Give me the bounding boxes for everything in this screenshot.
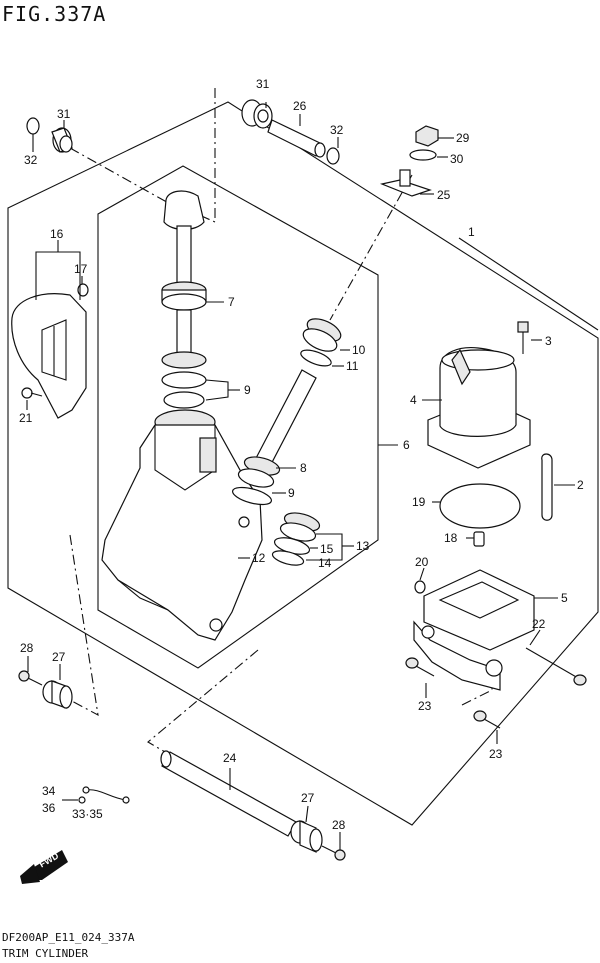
callout-labels: 1 2 3 4 5 6 7 8 9 9 10 11 12 13 14 15 16… (19, 77, 584, 832)
figure-title: FIG.337A (2, 2, 107, 26)
callout-28-left: 28 (20, 641, 34, 655)
callout-18: 18 (444, 531, 458, 545)
callout-23-upper: 23 (418, 699, 432, 713)
callout-34: 34 (42, 784, 56, 798)
tube-8 (253, 369, 317, 471)
callout-32-top: 32 (330, 123, 344, 137)
bolt-23-upper (405, 657, 435, 677)
callout-26: 26 (293, 99, 307, 113)
valve-25 (379, 169, 432, 197)
callout-1: 1 (468, 225, 475, 239)
motor-4 (427, 347, 531, 469)
bushing-31-top (241, 99, 273, 129)
callout-6: 6 (403, 438, 410, 452)
callout-8: 8 (300, 461, 307, 475)
callout-23-lower: 23 (489, 747, 503, 761)
pin-18 (473, 531, 485, 547)
o-ring-11 (300, 349, 332, 367)
ring-20 (414, 580, 426, 594)
callout-29: 29 (456, 131, 470, 145)
callout-15: 15 (320, 542, 334, 556)
callout-22: 22 (532, 617, 546, 631)
bolt-23-lower (473, 710, 501, 729)
o-ring-14 (271, 550, 305, 566)
piston-rod (176, 309, 192, 359)
cylinder-rod (163, 190, 205, 285)
callout-19: 19 (412, 495, 426, 509)
callout-24: 24 (223, 751, 237, 765)
bushing-27-left (42, 680, 73, 709)
nut-29 (415, 125, 439, 147)
callout-12: 12 (252, 551, 266, 565)
callout-2: 2 (577, 478, 584, 492)
callout-20: 20 (415, 555, 429, 569)
bolt-3 (517, 321, 529, 354)
callout-36: 36 (42, 801, 56, 815)
guide-lines (69, 88, 493, 831)
callout-9-lower: 9 (288, 486, 295, 500)
callout-28-right: 28 (332, 818, 346, 832)
ground-wire-33-35 (78, 786, 130, 804)
callout-30: 30 (450, 152, 464, 166)
piston-13 (279, 512, 321, 542)
o-ring-9-lower (231, 486, 273, 506)
bushing-31-left (51, 127, 73, 153)
bracket-2 (541, 453, 553, 521)
callout-13: 13 (356, 539, 370, 553)
callout-4: 4 (410, 393, 417, 407)
bolt-28-right (321, 845, 346, 861)
callout-14: 14 (318, 556, 332, 570)
callout-11: 11 (346, 359, 359, 373)
piston-9 (161, 351, 207, 409)
cover-16 (11, 293, 87, 419)
callout-32-left: 32 (24, 153, 38, 167)
bolt-22 (525, 647, 587, 686)
ring-32-top (326, 147, 340, 165)
leader-lines (26, 102, 599, 850)
bolt-21 (21, 387, 43, 399)
callout-5: 5 (561, 591, 568, 605)
fwd-arrow-icon (20, 850, 68, 884)
o-ring-19 (439, 483, 521, 529)
callout-25: 25 (437, 188, 451, 202)
callout-27-left: 27 (52, 650, 66, 664)
callout-10: 10 (352, 343, 366, 357)
callout-31-left: 31 (57, 107, 71, 121)
cap-7 (161, 281, 207, 311)
callout-27-right: 27 (301, 791, 315, 805)
figure-name: TRIM CYLINDER (2, 947, 89, 960)
bolt-28-left (18, 670, 43, 686)
callout-7: 7 (228, 295, 235, 309)
callout-21: 21 (19, 411, 33, 425)
callout-31-top: 31 (256, 77, 270, 91)
cylinder-body-12 (101, 409, 263, 641)
pump-5 (413, 569, 535, 691)
callout-17: 17 (74, 262, 88, 276)
pin-26 (267, 119, 326, 158)
callout-9-upper: 9 (244, 383, 251, 397)
seal-8 (237, 456, 281, 488)
callout-33-35: 33·35 (72, 807, 103, 821)
assembly-1-boundary (7, 101, 599, 826)
callout-16: 16 (50, 227, 64, 241)
ring-32-left (26, 117, 40, 135)
pin-24 (160, 750, 297, 837)
figure-code: DF200AP_E11_024_337A (2, 931, 135, 944)
washer-30 (409, 149, 437, 161)
plug-10 (302, 318, 342, 352)
bushing-27-right (290, 820, 323, 853)
callout-3: 3 (545, 334, 552, 348)
assembly-6-boundary (97, 165, 379, 669)
